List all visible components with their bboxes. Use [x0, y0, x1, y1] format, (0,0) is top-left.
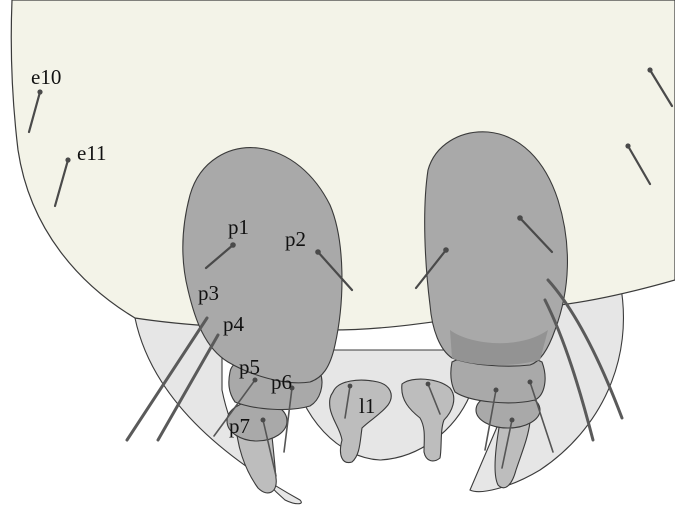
label-e10: e10	[31, 65, 61, 89]
socket-right-p7	[510, 418, 515, 423]
label-p4: p4	[223, 312, 245, 336]
socket-p7	[261, 418, 266, 423]
socket-right-upper	[647, 67, 652, 72]
label-p5: p5	[239, 355, 260, 379]
socket-p1	[230, 242, 236, 248]
socket-right-p5	[494, 388, 499, 393]
label-p6: p6	[271, 370, 292, 394]
socket-l1-left	[348, 384, 353, 389]
label-l1: l1	[359, 394, 375, 418]
socket-right-middle	[625, 143, 630, 148]
socket-e10	[37, 89, 42, 94]
label-p1: p1	[228, 215, 249, 239]
label-p2: p2	[285, 227, 306, 251]
socket-right-p6	[528, 380, 533, 385]
socket-l1-right	[426, 382, 431, 387]
socket-right-p2	[443, 247, 449, 253]
socket-e11	[65, 157, 70, 162]
socket-right-p1	[517, 215, 523, 221]
label-p7: p7	[229, 414, 250, 438]
socket-p2	[315, 249, 321, 255]
label-p3: p3	[198, 281, 219, 305]
label-e11: e11	[77, 141, 107, 165]
